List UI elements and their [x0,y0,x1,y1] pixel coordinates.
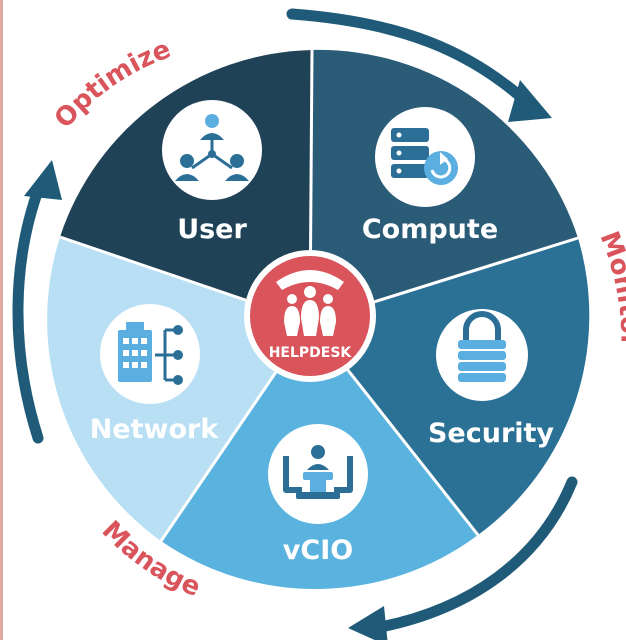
user-network-icon [175,114,249,181]
segment-label-compute: Compute [362,214,498,245]
hub-label: HELPDESK [269,345,353,361]
arrowhead-left [24,160,62,200]
meeting-icon [283,445,353,499]
segment-label-security: Security [428,418,554,449]
helpdesk-icon [276,270,344,336]
arrow-bottom-right [370,476,578,634]
cycle-label-monitor: Monitor [594,228,626,348]
cycle-arrows [12,8,578,634]
left-edge-line [0,0,3,640]
padlock-icon [458,311,506,382]
segment-label-network: Network [90,414,220,445]
arrow-top-right [286,8,536,111]
segment-label-vcio: vCIO [283,535,353,566]
server-refresh-icon [391,128,458,185]
building-network-icon [118,322,183,385]
arrowhead-top-right [508,80,552,122]
arrow-left [12,179,46,444]
arrowhead-bottom-right [348,606,388,640]
segment-label-user: User [177,214,247,245]
